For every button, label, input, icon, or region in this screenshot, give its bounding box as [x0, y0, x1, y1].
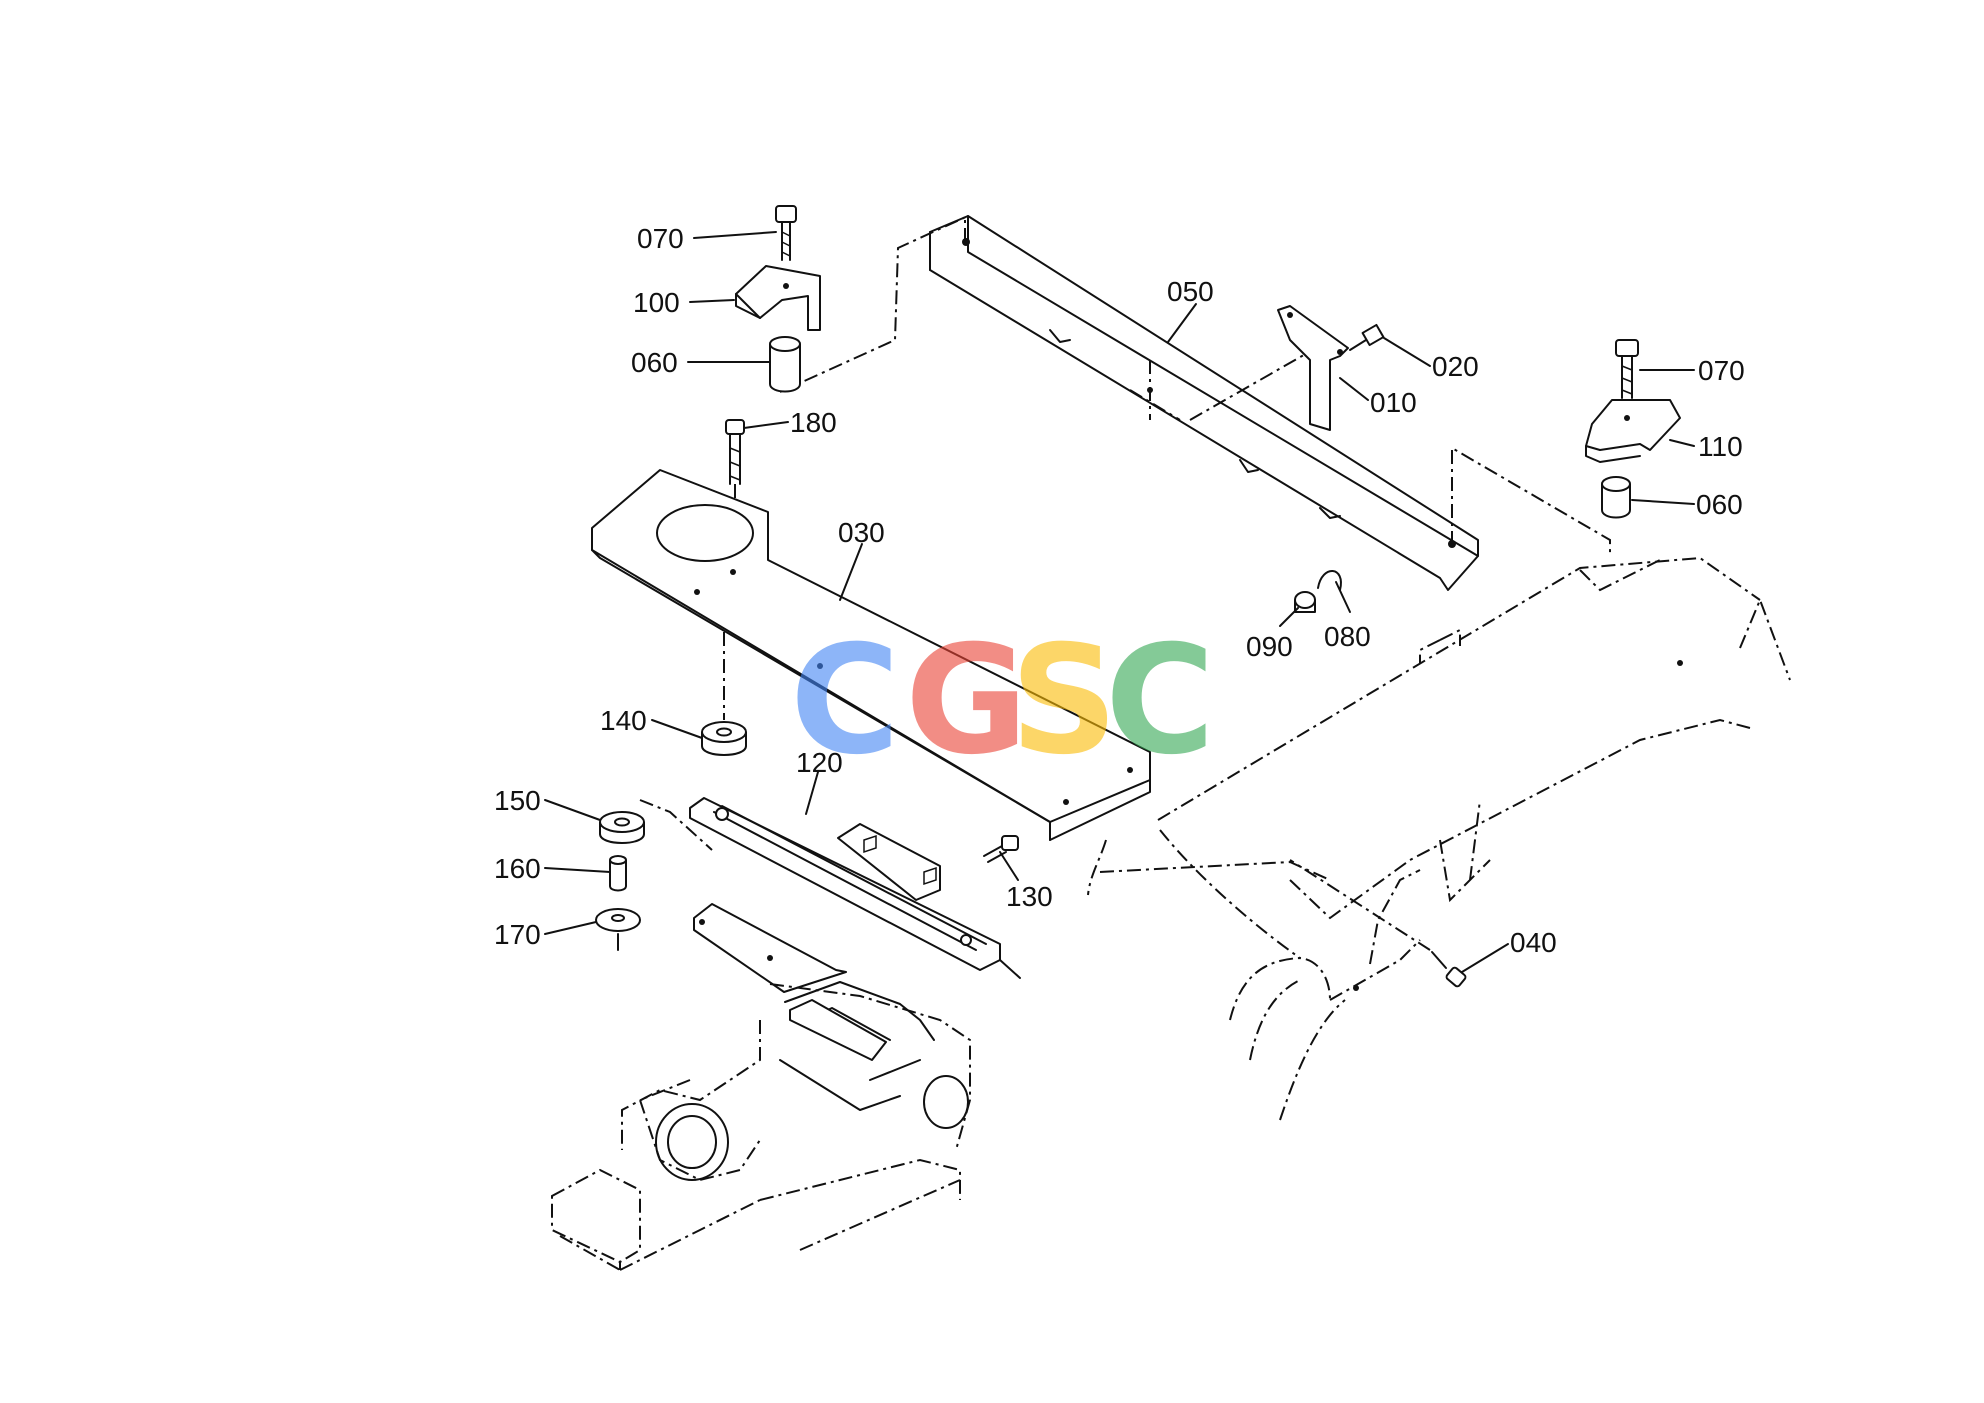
leader-050-110 [1451, 446, 1611, 555]
washer-170 [595, 908, 641, 951]
leader-lines [544, 231, 1695, 973]
label-120: 120 [796, 747, 843, 778]
collar-090 [1294, 591, 1316, 613]
axle-housing [551, 981, 971, 1271]
bracket-100 [735, 265, 821, 331]
plate-030 [591, 469, 1151, 841]
label-030: 030 [838, 517, 885, 548]
watermark-letter-c2: C [1105, 614, 1215, 788]
bolt-070-left [775, 205, 797, 261]
tractor-body [1087, 556, 1791, 1121]
leader-120-axle [999, 959, 1021, 979]
bolt-130 [983, 835, 1019, 863]
label-060-right: 060 [1696, 489, 1743, 520]
cushion-150 [599, 811, 645, 844]
spacer-060-right [1601, 476, 1631, 519]
label-090: 090 [1246, 631, 1293, 662]
label-140: 140 [600, 705, 647, 736]
label-070-right: 070 [1698, 355, 1745, 386]
label-110: 110 [1698, 431, 1743, 462]
cgsc-watermark-logo: C G S C [790, 614, 1215, 788]
label-170: 170 [494, 919, 541, 950]
cushion-140 [701, 721, 747, 756]
label-100: 100 [633, 287, 680, 318]
label-160: 160 [494, 853, 541, 884]
label-150: 150 [494, 785, 541, 816]
bolt-020 [1349, 323, 1385, 351]
watermark-letter-s: S [1010, 614, 1118, 788]
bolt-040 [1289, 859, 1467, 988]
clip-080 [1317, 570, 1342, 591]
label-130: 130 [1006, 881, 1053, 912]
label-020: 020 [1432, 351, 1479, 382]
label-180: 180 [790, 407, 837, 438]
bolt-070-right [1615, 339, 1639, 399]
channel-050 [929, 215, 1479, 591]
label-070-left: 070 [637, 223, 684, 254]
watermark-letter-c1: C [790, 614, 900, 788]
label-010: 010 [1370, 387, 1417, 418]
bracket-010 [1277, 305, 1349, 431]
collar-160 [609, 855, 627, 892]
label-040: 040 [1510, 927, 1557, 958]
watermark-letter-g: G [905, 614, 1028, 788]
bracket-110 [1585, 399, 1681, 463]
label-060-left: 060 [631, 347, 678, 378]
leader-100-050 [779, 215, 969, 393]
spacer-060-left [769, 336, 801, 393]
label-080: 080 [1324, 621, 1371, 652]
leader-150-frame [639, 799, 713, 851]
bracket-120 [689, 797, 1001, 993]
label-050: 050 [1167, 276, 1214, 307]
